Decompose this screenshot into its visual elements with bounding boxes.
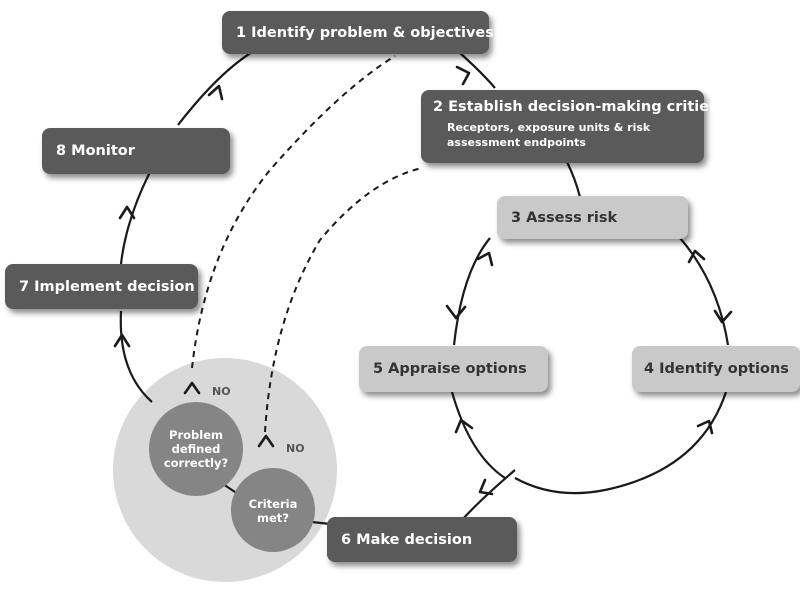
step-implement-decision-label: 7 Implement decision xyxy=(19,278,195,295)
step-make-decision[interactable]: 6 Make decision xyxy=(327,517,517,562)
no-label-criteria: NO xyxy=(286,442,305,455)
problem-check-circle xyxy=(149,402,243,496)
step-establish-criteria[interactable]: 2 Establish decision-making critieria Re… xyxy=(421,90,731,163)
problem-defined-question: Problem defined correctly? xyxy=(163,428,229,470)
arrowhead-3 xyxy=(118,205,136,220)
arrowhead-8 xyxy=(713,309,733,324)
step-appraise-options-label: 5 Appraise options xyxy=(373,361,527,377)
arc-assess-to-identify-options xyxy=(679,237,730,346)
arc-criteria-to-assess xyxy=(566,161,582,198)
dashed-criteria-to-establish xyxy=(264,167,423,433)
step-identify-options[interactable]: 4 Identify options xyxy=(632,346,800,392)
arrowhead-6 xyxy=(687,249,706,264)
arc-assess-to-appraise xyxy=(452,237,491,346)
step-make-decision-label: 6 Make decision xyxy=(341,531,473,548)
dashed-problem-to-identify xyxy=(191,55,396,369)
arc-check-to-implement xyxy=(119,310,153,403)
arrowhead-2 xyxy=(455,65,471,86)
step-identify-options-label: 4 Identify options xyxy=(644,361,789,377)
arrowhead-no-1 xyxy=(183,381,201,395)
arrowhead-4 xyxy=(113,333,131,348)
arrowhead-11 xyxy=(478,478,494,496)
step-assess-risk-label: 3 Assess risk xyxy=(511,209,618,226)
arc-identify-options-lower xyxy=(514,391,728,495)
criteria-check-circle xyxy=(231,468,315,552)
arrowhead-9 xyxy=(454,418,474,434)
arrowhead-10 xyxy=(696,419,714,435)
step-establish-criteria-label: 2 Establish decision-making critieria xyxy=(433,99,732,115)
arc-monitor-to-identify xyxy=(177,40,273,126)
step-monitor[interactable]: 8 Monitor xyxy=(42,128,230,174)
arc-inner-to-decision xyxy=(461,469,516,521)
step-appraise-options[interactable]: 5 Appraise options xyxy=(359,346,548,392)
no-label-problem: NO xyxy=(212,385,231,398)
step-identify-problem-label: 1 Identify problem & objectives xyxy=(236,24,494,41)
arc-appraise-lower xyxy=(450,391,506,479)
arrowhead-7 xyxy=(445,304,467,320)
step-establish-criteria-subtext: Receptors, exposure units & risk assessm… xyxy=(447,121,651,149)
arrowhead-no-2 xyxy=(257,434,275,448)
arrowhead-5 xyxy=(476,251,494,267)
step-implement-decision[interactable]: 7 Implement decision xyxy=(5,264,198,309)
arc-implement-to-monitor xyxy=(119,171,151,265)
criteria-met-question: Criteria met? xyxy=(248,497,298,525)
step-assess-risk[interactable]: 3 Assess risk xyxy=(497,196,688,239)
step-monitor-label: 8 Monitor xyxy=(56,143,135,159)
step-identify-problem[interactable]: 1 Identify problem & objectives xyxy=(222,11,494,54)
arrowhead-1 xyxy=(207,84,224,101)
